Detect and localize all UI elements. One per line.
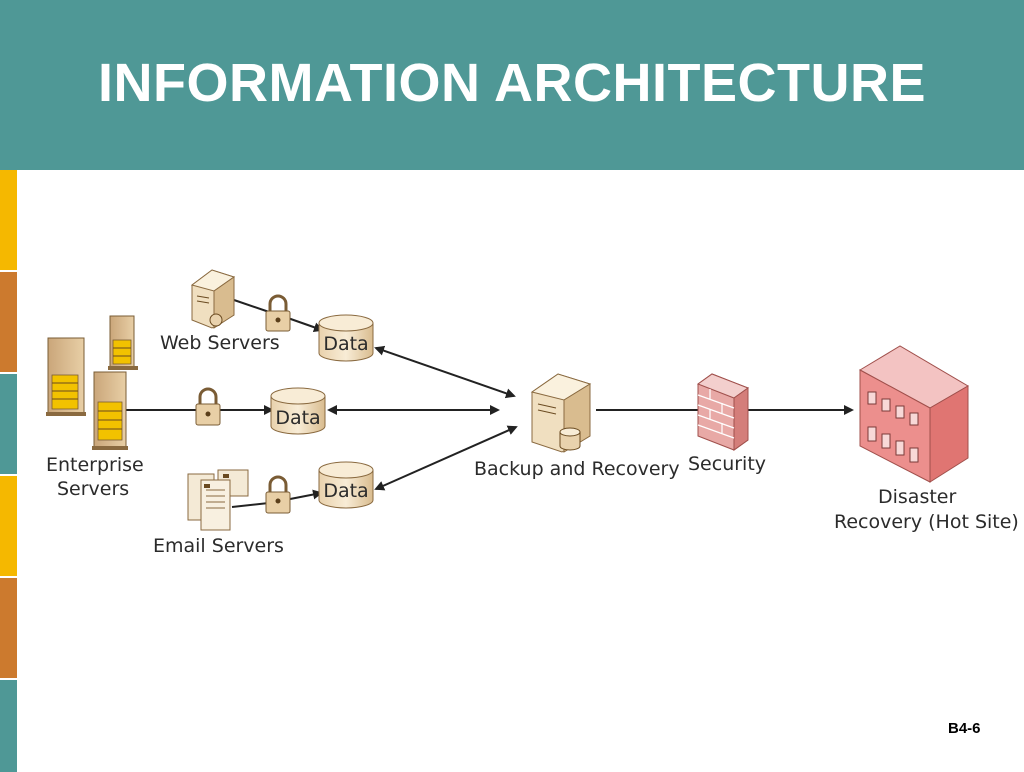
data-cylinder-top — [318, 314, 374, 362]
email-servers-label: Email Servers — [153, 535, 284, 557]
connectors — [126, 299, 854, 508]
web-servers-label: Web Servers — [160, 332, 280, 354]
hot-site-building-icon — [858, 345, 969, 483]
strip-segment — [0, 680, 17, 772]
strip-segment — [0, 272, 17, 372]
backup-recovery-label: Backup and Recovery — [474, 458, 680, 480]
strip-segment — [0, 374, 17, 474]
data-top-backup-arrow — [374, 345, 516, 399]
backup-server-icon — [530, 373, 592, 453]
web-to-data-arrow — [284, 316, 324, 333]
side-color-strip — [0, 170, 17, 772]
data-bottom-backup-arrow — [374, 425, 518, 491]
firewall-icon — [696, 373, 750, 451]
email-servers-icon — [187, 469, 249, 531]
data-bottom-label: Data — [323, 480, 368, 502]
slide-title: INFORMATION ARCHITECTURE — [98, 53, 926, 113]
enterprise-servers-label-1: Enterprise — [46, 454, 144, 476]
data-cylinder-bottom — [318, 461, 374, 509]
email-to-data-arrow — [284, 489, 323, 501]
data-cylinder-middle — [270, 387, 326, 435]
strip-segment — [0, 476, 17, 576]
title-bar — [0, 0, 1024, 170]
disaster-recovery-label-1: Disaster — [878, 486, 956, 508]
security-label: Security — [688, 453, 766, 475]
web-server-icon — [190, 269, 236, 329]
data-middle-label: Data — [275, 407, 320, 429]
disaster-recovery-label-2: Recovery (Hot Site) — [834, 511, 1019, 533]
lock-icon — [265, 294, 291, 332]
lock-icon — [265, 475, 291, 514]
enterprise-servers-label-2: Servers — [57, 478, 129, 500]
data-top-label: Data — [323, 333, 368, 355]
strip-segment — [0, 578, 17, 678]
page-number: B4-6 — [948, 720, 981, 737]
strip-segment — [0, 170, 17, 270]
enterprise-servers-icon — [46, 315, 138, 450]
lock-icon — [195, 387, 221, 426]
